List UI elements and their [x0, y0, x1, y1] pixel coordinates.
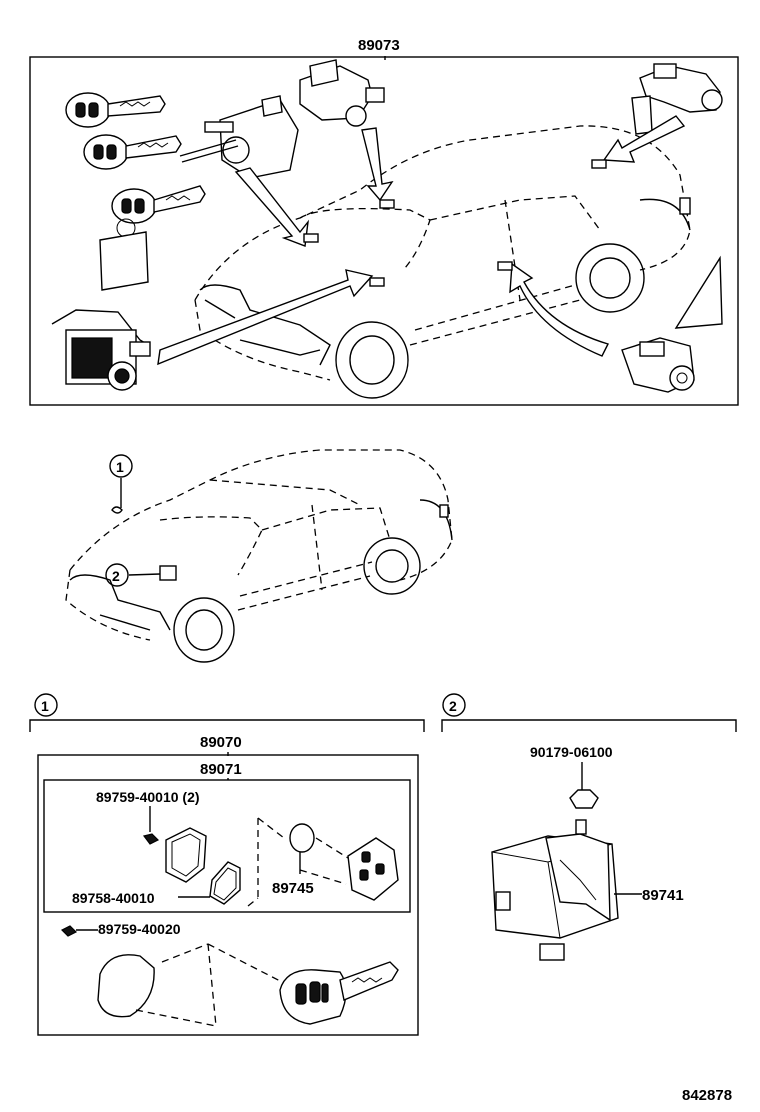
transmitter-subassembly-frame: [43, 779, 411, 913]
clip-icon: [569, 789, 599, 809]
label-screw-single: 89759-40020: [98, 921, 181, 937]
label-battery: 89745: [272, 880, 314, 897]
top-assembly-frame: [29, 56, 739, 406]
key-case-icon: [97, 954, 155, 1018]
case-cover-icon: [165, 827, 207, 883]
ignition-lock-cylinder-icon: [179, 95, 299, 179]
receiver-module-icon: [51, 309, 151, 391]
key-icon: [279, 961, 399, 1025]
remote-transmitter-icon: [347, 837, 399, 901]
section-1-marker: 1: [41, 698, 49, 714]
label-ecu: 89741: [642, 887, 684, 904]
label-89071: 89071: [200, 761, 242, 778]
label-89073: 89073: [358, 37, 400, 54]
callout-1-label: 1: [116, 459, 124, 475]
trunk-lock-cylinder-icon: [621, 337, 695, 393]
label-gasket: 89758-40010: [72, 890, 155, 906]
key-tag-icon: [99, 231, 149, 291]
callout-circle-2: [105, 563, 129, 587]
door-lock-cylinder-icon: [299, 59, 385, 127]
arrow-trunk: [509, 262, 609, 357]
screw-icon: [60, 925, 78, 937]
key-icon: [83, 134, 182, 170]
section-2: 2 90179-06100 89741: [441, 693, 737, 961]
key-icon: [65, 92, 166, 128]
section-2-marker: 2: [449, 698, 457, 714]
battery-icon: [289, 823, 315, 853]
key-icon: [111, 185, 206, 238]
diagram-number: 842878: [682, 1087, 732, 1104]
callout-2-label: 2: [112, 568, 120, 584]
label-89070: 89070: [200, 734, 242, 751]
callout-circle-1: [109, 454, 133, 478]
label-clip: 90179-06100: [530, 744, 613, 760]
door-control-receiver-icon: [491, 819, 619, 961]
label-screw-pair: 89759-40010 (2): [96, 789, 200, 805]
arrow-door-top: [361, 127, 394, 202]
arrow-ignition: [234, 167, 310, 247]
section-1: 1 89070 89071 89759-40010 (2) 89758-4001…: [29, 693, 425, 1036]
screw-icon: [142, 833, 160, 845]
quarter-panel-icon: [674, 255, 723, 329]
vehicle-locator: 1 2: [65, 449, 453, 663]
arrow-door-right: [602, 115, 686, 163]
arrow-receiver: [157, 269, 374, 366]
top-assembly-group: 89073: [29, 37, 739, 406]
transmitter-kit-frame: [37, 754, 419, 1036]
gasket-icon: [209, 861, 241, 905]
